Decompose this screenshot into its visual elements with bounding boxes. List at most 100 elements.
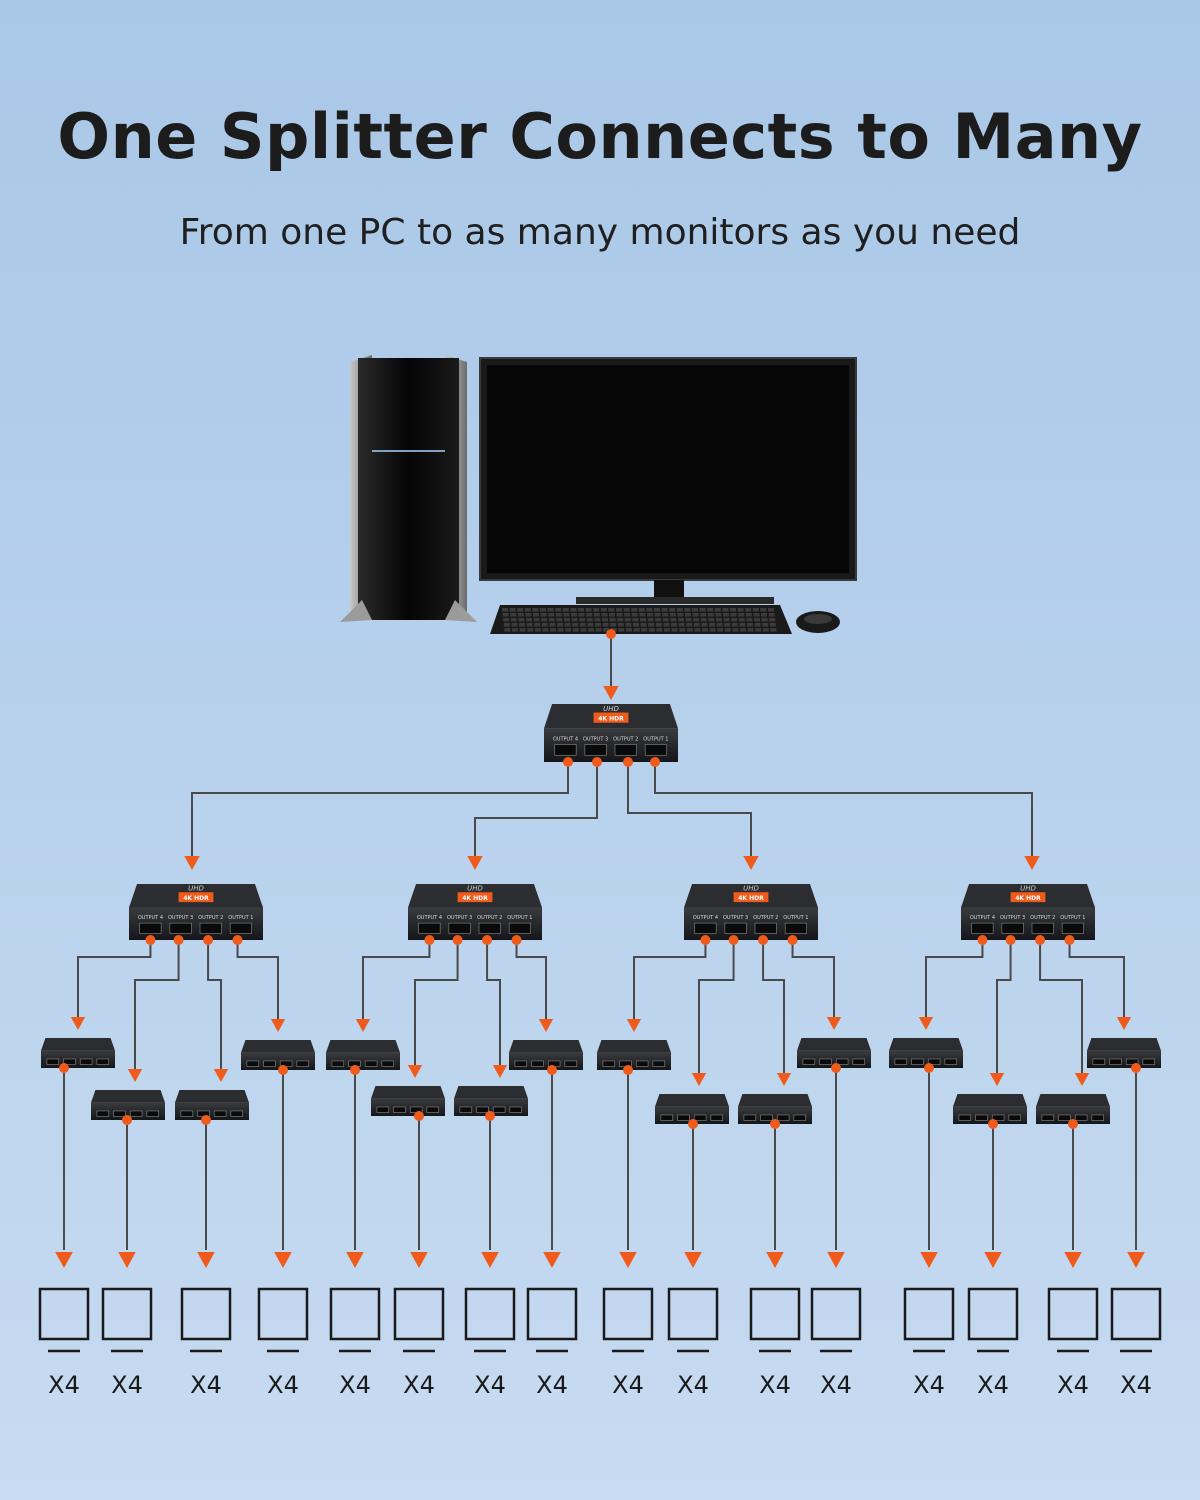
splitter-front <box>655 1106 729 1124</box>
keyboard-key <box>618 628 625 632</box>
port-label: OUTPUT 3 <box>723 915 748 921</box>
keyboard-key <box>694 628 701 632</box>
monitor-count-label: X4 <box>913 1371 945 1399</box>
keyboard-key <box>517 613 524 617</box>
keyboard-key <box>624 618 631 622</box>
main-to-l1-line <box>654 762 1033 856</box>
monitor-count-label: X4 <box>536 1371 568 1399</box>
keyboard-key <box>626 628 632 632</box>
model-label: UHD <box>743 885 759 893</box>
monitor-icon: X4 <box>526 1287 578 1399</box>
keyboard-key <box>580 628 587 632</box>
l1-arrow-head <box>184 856 200 870</box>
keyboard-key <box>503 623 510 627</box>
monitor-screen <box>602 1287 654 1341</box>
splitter-front <box>41 1050 115 1068</box>
port-label: OUTPUT 3 <box>1000 915 1025 921</box>
splitter-front <box>1036 1106 1110 1124</box>
keyboard-key <box>738 613 745 617</box>
l1-to-l2-line <box>515 940 547 1020</box>
badge-label: 4K HDR <box>183 895 209 902</box>
main-output-dot <box>592 757 602 767</box>
keyboard-key <box>730 608 736 612</box>
keyboard-key <box>671 623 677 627</box>
splitter-top <box>953 1094 1027 1107</box>
l1-to-l2-line <box>207 940 222 1070</box>
hdmi-port <box>418 922 441 934</box>
l2-output-dot <box>831 1063 841 1073</box>
keyboard-key <box>731 623 738 627</box>
keyboard-key <box>647 618 654 622</box>
hdmi-port <box>63 1058 76 1065</box>
monitor-screen <box>393 1287 445 1341</box>
keyboard-key <box>593 608 600 612</box>
splitter-top <box>738 1094 812 1107</box>
keyboard-key <box>723 618 730 622</box>
hdmi-port <box>614 744 637 756</box>
keyboard-key <box>739 623 746 627</box>
keyboard-key <box>564 623 571 627</box>
l2-arrow-head <box>826 1017 842 1030</box>
keyboard-key <box>717 628 724 632</box>
hdmi-port <box>364 1060 378 1067</box>
hdmi-port <box>1041 1114 1055 1121</box>
l1-output-dot <box>758 935 769 945</box>
hdmi-port <box>819 1058 832 1065</box>
splitter-top <box>889 1038 963 1051</box>
splitter-front <box>91 1102 165 1120</box>
l1-to-l2-line <box>996 940 1012 1074</box>
l1-to-l2-line <box>1068 940 1125 1018</box>
port-label: OUTPUT 4 <box>417 915 442 921</box>
keyboard-key <box>754 618 760 622</box>
keyboard-key <box>692 613 699 617</box>
badge-label: 4K HDR <box>598 716 624 723</box>
hdmi-port <box>724 922 747 934</box>
l2-output-dot <box>988 1119 998 1129</box>
splitter-front <box>371 1098 445 1116</box>
l1-to-l2-line <box>77 940 152 1018</box>
keyboard-key <box>768 608 774 612</box>
splitter-front <box>738 1106 812 1124</box>
hdmi-port <box>96 1110 110 1117</box>
level2-splitter <box>41 1038 115 1068</box>
hdmi-port <box>296 1060 310 1067</box>
l2-arrow-head <box>1116 1017 1132 1030</box>
badge-label: 4K HDR <box>1015 895 1041 902</box>
hdmi-port <box>754 922 777 934</box>
l1-output-dot <box>787 935 798 945</box>
port-label: OUTPUT 4 <box>138 915 163 921</box>
hdmi-port <box>991 1114 1005 1121</box>
hdmi-port <box>652 1060 666 1067</box>
monitor-icon: X4 <box>1110 1287 1162 1399</box>
keyboard-key <box>631 608 638 612</box>
l1-output-dot <box>424 935 435 945</box>
keyboard-key <box>686 628 693 632</box>
l1-arrow-head <box>743 856 759 870</box>
keyboard-key <box>540 608 546 612</box>
l2-output-dot <box>414 1111 424 1121</box>
keyboard-key <box>702 628 708 632</box>
keyboard-key <box>548 618 555 622</box>
main-to-l1-line <box>627 762 752 856</box>
l2-arrow-head <box>626 1019 642 1032</box>
hdmi-port <box>927 1058 941 1065</box>
l1-output-dot <box>232 935 243 945</box>
l2-arrow-head <box>989 1073 1005 1086</box>
keyboard-key <box>511 623 518 627</box>
monitor-icon: X4 <box>749 1287 801 1399</box>
keyboard-key <box>541 623 548 627</box>
hdmi-port <box>660 1114 674 1121</box>
monitor-screen <box>38 1287 90 1341</box>
hdmi-port <box>213 1110 227 1117</box>
l2-output-dot <box>1068 1119 1078 1129</box>
keyboard-key <box>671 628 678 632</box>
keyboard-key <box>654 608 660 612</box>
hdmi-port <box>1001 922 1024 934</box>
keyboard-key <box>547 608 554 612</box>
monitor-arrow-head <box>766 1252 784 1268</box>
hdmi-port <box>459 1106 473 1113</box>
keyboard-key <box>707 613 714 617</box>
l1-to-l2-line <box>414 940 459 1066</box>
keyboard-key <box>518 618 525 622</box>
